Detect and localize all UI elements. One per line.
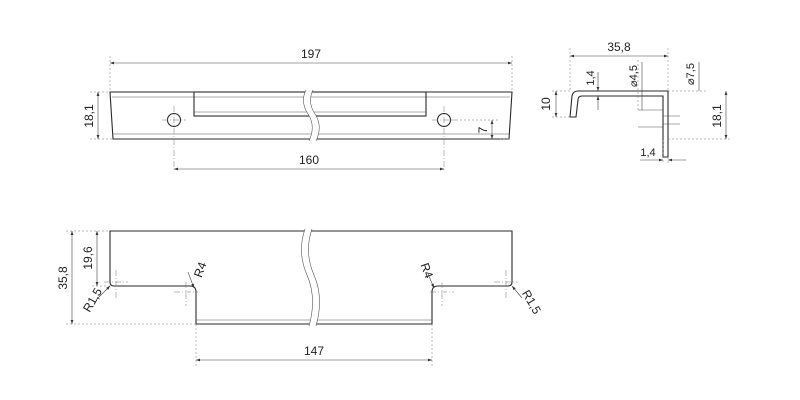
plan-depth-label: 35,8 <box>56 266 70 290</box>
side-profile-view: 35,8 1,4 ⌀4,5 ⌀7,5 10 18,1 1,4 <box>539 40 732 163</box>
hole-large-diameter-label: ⌀7,5 <box>685 63 697 85</box>
lip-height-label: 10 <box>539 97 553 111</box>
front-view: 197 18,1 160 7 <box>82 47 513 172</box>
hole-small-diameter-label: ⌀4,5 <box>628 65 640 87</box>
radius-right-outer-label: R1,5 <box>519 288 544 317</box>
grip-length-label: 147 <box>304 344 324 358</box>
radius-left-outer-label: R1,5 <box>80 285 105 314</box>
radius-right-inner-label: R4 <box>418 261 437 281</box>
front-length-label: 197 <box>301 47 321 61</box>
lip-thickness-label: 1,4 <box>585 70 597 85</box>
front-height-label: 18,1 <box>82 104 96 128</box>
hole-left-icon <box>162 106 186 172</box>
top-plan-view: 35,8 19,6 R4 R4 R1,5 R1,5 147 <box>56 228 544 366</box>
hole-spacing-label: 160 <box>299 153 319 167</box>
wall-thickness-label: 1,4 <box>640 147 655 159</box>
plan-inner-depth-label: 19,6 <box>81 246 95 270</box>
hole-offset-label: 7 <box>476 126 490 133</box>
radius-left-inner-label: R4 <box>191 260 210 280</box>
profile-depth-label: 35,8 <box>607 40 631 54</box>
profile-height-label: 18,1 <box>710 104 724 128</box>
